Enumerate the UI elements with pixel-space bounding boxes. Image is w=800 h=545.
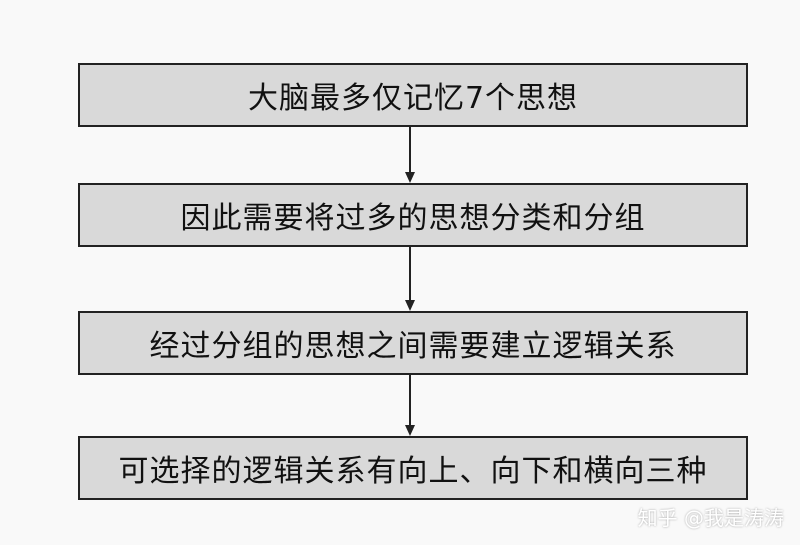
flow-step-2: 因此需要将过多的思想分类和分组 — [78, 183, 748, 247]
arrow-connector-2 — [405, 247, 415, 311]
flow-step-2-label: 因此需要将过多的思想分类和分组 — [180, 201, 646, 236]
flow-step-3-label: 经过分组的思想之间需要建立逻辑关系 — [149, 329, 677, 364]
flow-step-1-label: 大脑最多仅记忆7个思想 — [247, 81, 579, 116]
flow-step-4: 可选择的逻辑关系有向上、向下和横向三种 — [78, 436, 748, 500]
flow-step-1: 大脑最多仅记忆7个思想 — [78, 63, 748, 127]
flow-step-4-label: 可选择的逻辑关系有向上、向下和横向三种 — [118, 454, 708, 489]
arrow-connector-3 — [405, 375, 415, 436]
arrow-connector-1 — [405, 127, 415, 183]
watermark: 知乎 @我是涛涛 — [637, 506, 784, 530]
flow-step-3: 经过分组的思想之间需要建立逻辑关系 — [78, 311, 748, 375]
